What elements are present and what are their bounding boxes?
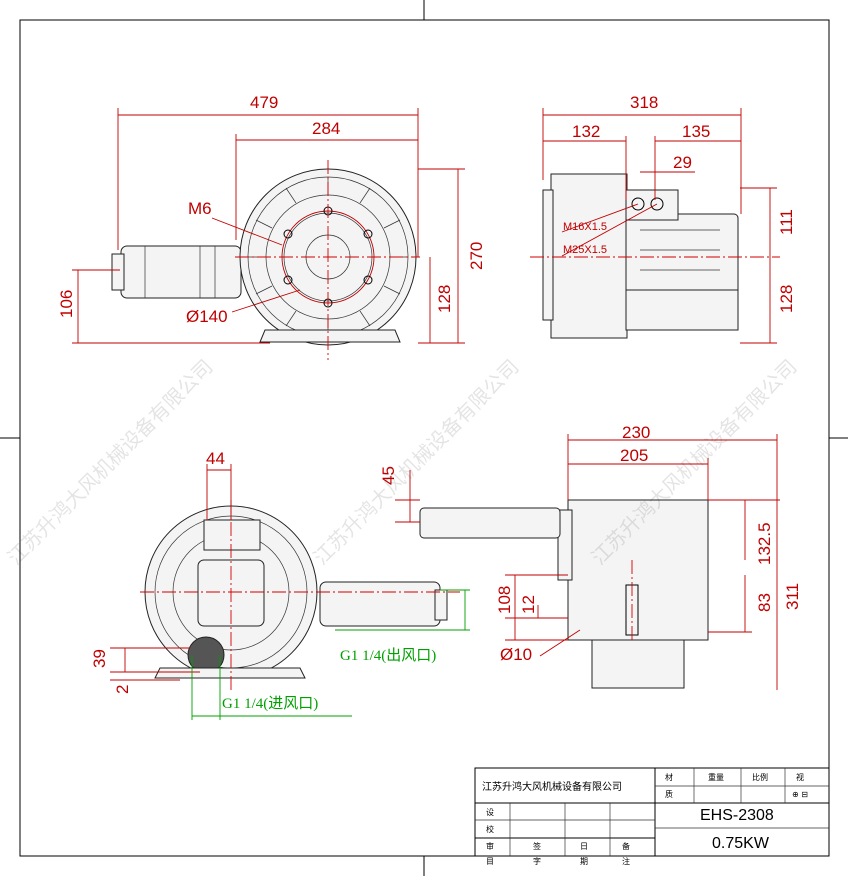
dim-230: 230 xyxy=(622,423,650,442)
dim-479: 479 xyxy=(250,93,278,112)
label-inlet: G1 1/4(进风口) xyxy=(222,695,318,712)
label-m16: M16X1.5 xyxy=(563,221,607,233)
row-design: 设 xyxy=(486,807,494,817)
motor-body xyxy=(120,245,242,299)
hdr-material-2: 质 xyxy=(665,789,673,799)
dim-83: 83 xyxy=(755,593,774,612)
dim-311: 311 xyxy=(783,583,802,610)
label-outlet: G1 1/4(出风口) xyxy=(340,647,436,664)
dim-106: 106 xyxy=(57,290,76,318)
foot-4: 备 xyxy=(622,841,630,851)
top-right-view: 318 132 135 29 111 128 M16X1.5 M25X1.5 xyxy=(530,93,796,344)
dim-318: 318 xyxy=(630,93,658,112)
terminal-box xyxy=(625,189,679,221)
dim-132-5: 132.5 xyxy=(755,522,774,565)
power-rating: 0.75KW xyxy=(712,835,770,852)
bottom-left-view: 44 39 2 G1 1/4(出风口) G1 1/4(进风口) xyxy=(90,449,470,720)
hdr-weight: 重量 xyxy=(708,772,724,782)
foot-3b: 期 xyxy=(580,857,588,866)
bottom-right-view: 230 205 45 132.5 311 83 108 12 Ø10 xyxy=(379,423,802,690)
dim-12: 12 xyxy=(519,595,538,614)
dim-135: 135 xyxy=(682,122,710,141)
label-bolt-circle: Ø140 xyxy=(186,307,228,326)
dim-29: 29 xyxy=(673,153,692,172)
label-hole: Ø10 xyxy=(500,645,532,664)
foot-4b: 注 xyxy=(622,856,630,866)
dim-39: 39 xyxy=(90,649,109,668)
foot-1: 目 xyxy=(486,857,494,866)
foot-2b: 字 xyxy=(533,856,541,866)
model-number: EHS-2308 xyxy=(700,807,774,824)
dim-128-left: 128 xyxy=(435,285,454,313)
title-block: 江苏升鸿大风机械设备有限公司 材 质 重量 比例 视 ⊕ ⊟ 设 校 审 目 签… xyxy=(474,767,830,866)
title-block-frame xyxy=(474,767,830,857)
row-check: 校 xyxy=(486,824,494,834)
label-m6: M6 xyxy=(188,199,212,218)
dim-2: 2 xyxy=(113,685,132,694)
dim-111: 111 xyxy=(777,209,796,235)
outlet-pipe xyxy=(319,581,441,627)
foot-base xyxy=(259,329,401,343)
foot-2: 签 xyxy=(533,841,541,851)
dim-44: 44 xyxy=(206,449,225,468)
dim-45: 45 xyxy=(379,466,398,485)
hdr-material: 材 xyxy=(665,772,673,782)
view-symbol: ⊕ ⊟ xyxy=(792,790,808,799)
dim-270: 270 xyxy=(467,242,486,270)
dim-132: 132 xyxy=(572,122,600,141)
side-housing xyxy=(550,173,628,339)
dim-284: 284 xyxy=(312,119,340,138)
top-left-view: 479 284 270 128 106 M6 Ø140 xyxy=(57,93,486,360)
dim-128-right: 128 xyxy=(777,285,796,313)
dim-108: 108 xyxy=(495,586,514,614)
hdr-view: 视 xyxy=(796,772,804,782)
foot-3: 日 xyxy=(580,842,588,851)
hdr-scale: 比例 xyxy=(752,772,768,782)
motor-cap xyxy=(111,253,125,291)
label-m25: M25X1.5 xyxy=(563,244,607,256)
row-review: 审 xyxy=(486,841,494,851)
motor-side xyxy=(625,213,739,303)
end-motor xyxy=(419,507,561,539)
dim-205: 205 xyxy=(620,446,648,465)
company-name: 江苏升鸿大风机械设备有限公司 xyxy=(482,780,622,793)
